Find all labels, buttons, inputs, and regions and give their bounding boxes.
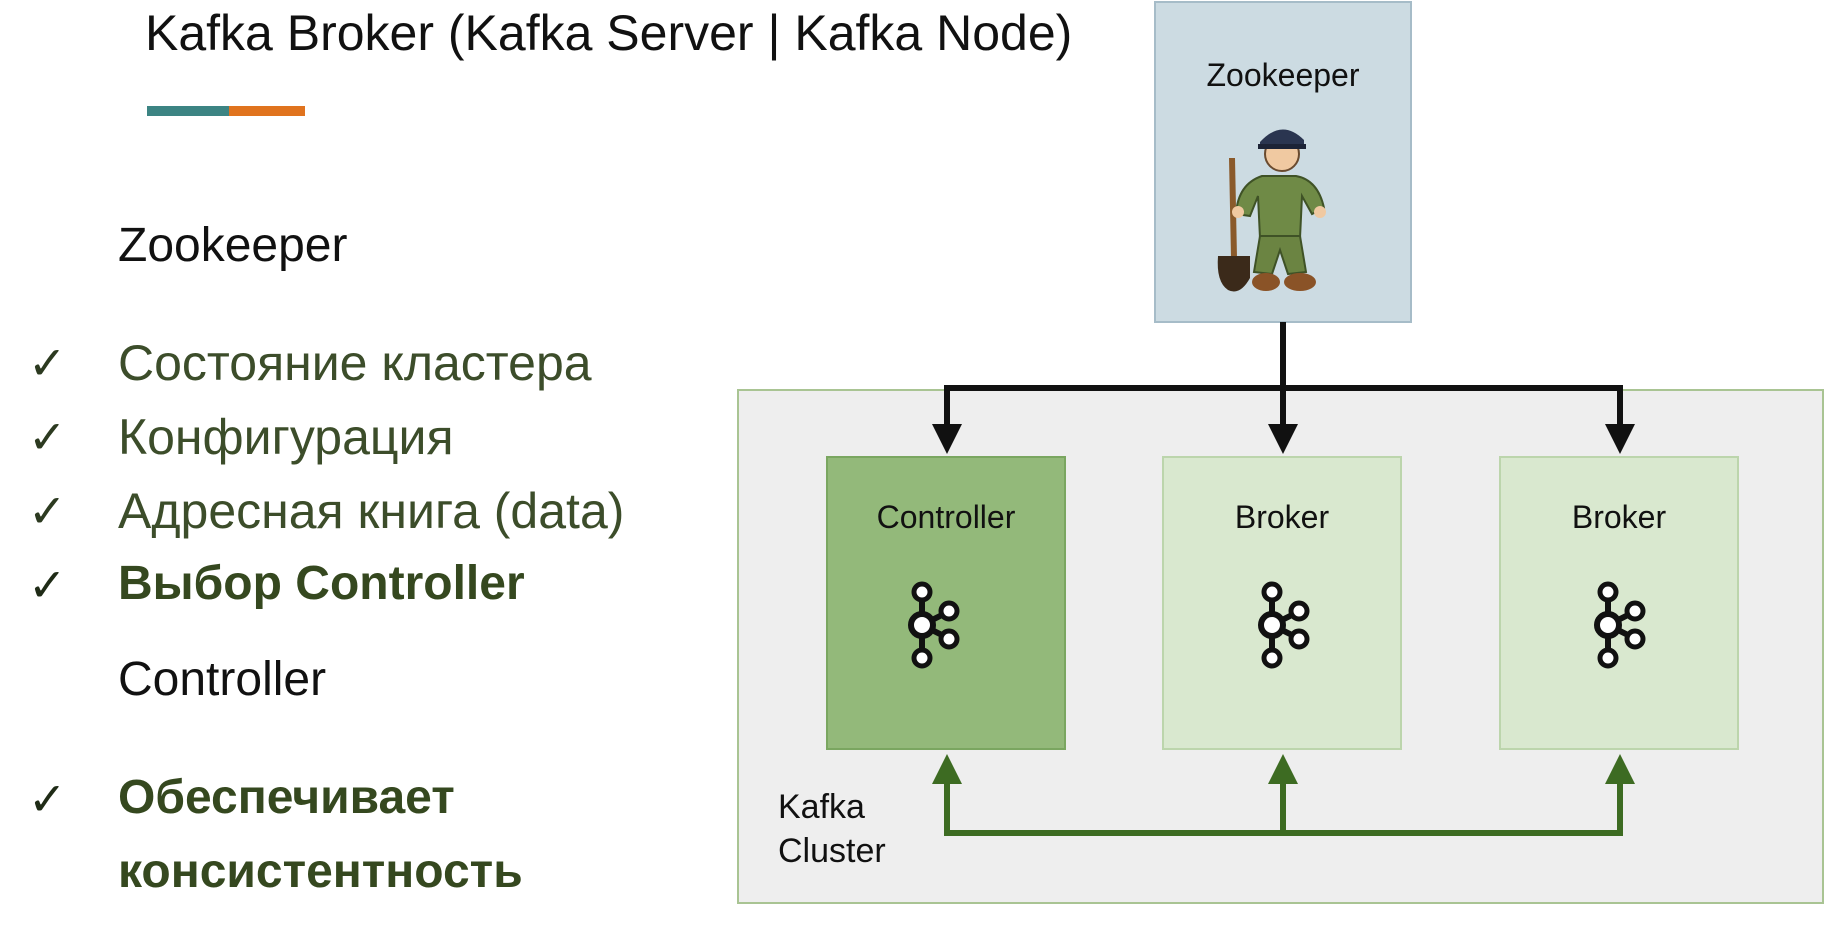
- broker-node: Broker: [1162, 456, 1402, 750]
- broker-node-label: Broker: [1235, 499, 1330, 535]
- controller-heading: Controller: [118, 653, 327, 706]
- broker-node: Broker: [1499, 456, 1739, 750]
- title-underline-teal: [147, 106, 229, 116]
- controller-node-label: Controller: [877, 499, 1016, 535]
- check-icon: ✓: [28, 484, 67, 538]
- list-item-label: Выбор Controller: [118, 557, 525, 610]
- list-item-label: Адресная книга (data): [118, 483, 625, 539]
- zookeeper-box-label: Zookeeper: [1207, 57, 1360, 93]
- cluster-label-line1: Kafka: [778, 788, 865, 826]
- broker-node-label: Broker: [1572, 499, 1667, 535]
- list-item-label: Состояние кластера: [118, 335, 592, 391]
- controller-node: Controller: [826, 456, 1066, 750]
- title-underline-orange: [229, 106, 305, 116]
- list-item-label: Обеспечивает: [118, 771, 455, 824]
- zookeeper-heading: Zookeeper: [118, 219, 348, 272]
- check-icon: ✓: [28, 772, 67, 826]
- list-item-label: Конфигурация: [118, 409, 454, 465]
- slide-title: Kafka Broker (Kafka Server | Kafka Node): [145, 5, 1073, 61]
- check-icon: ✓: [28, 558, 67, 612]
- check-icon: ✓: [28, 336, 67, 390]
- check-icon: ✓: [28, 410, 67, 464]
- list-item-label-continuation: консистентность: [118, 845, 523, 898]
- cluster-label-line2: Cluster: [778, 832, 886, 870]
- zookeeper-character-icon: [1217, 129, 1326, 292]
